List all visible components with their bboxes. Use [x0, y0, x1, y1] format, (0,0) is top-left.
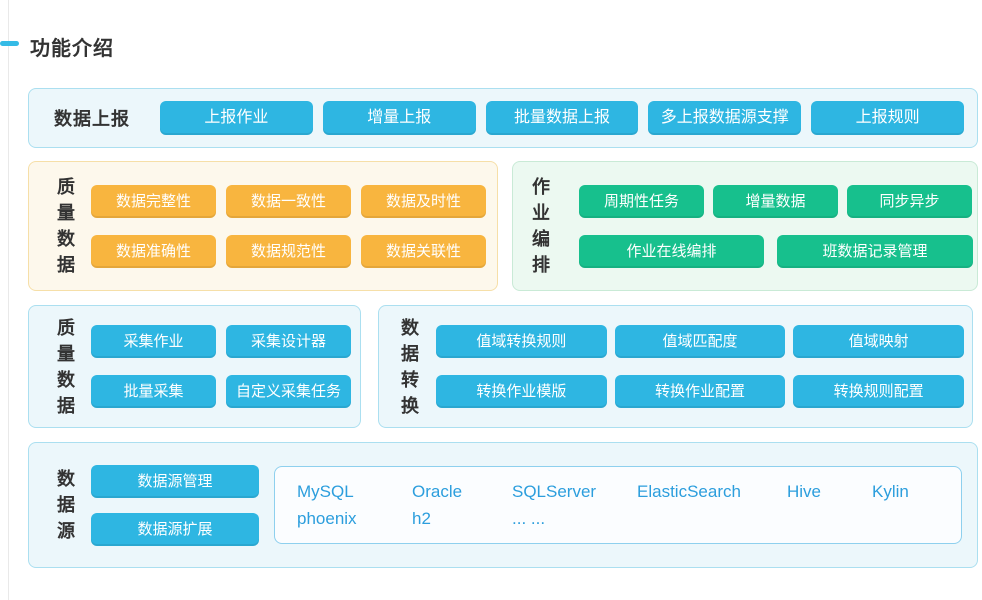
page-title: 功能介绍 — [30, 38, 114, 60]
database-name: Kylin — [872, 481, 909, 501]
feature-chip: 数据关联性 — [361, 234, 486, 268]
database-name: h2 — [412, 508, 431, 528]
feature-chip: 采集设计器 — [226, 325, 351, 358]
database-name: Oracle — [412, 481, 463, 501]
database-name: phoenix — [297, 508, 357, 528]
feature-chip: 上报作业 — [160, 101, 313, 135]
database-name: Hive — [787, 481, 822, 501]
feature-chip: 上报规则 — [811, 101, 964, 135]
feature-chip: 同步异步 — [847, 184, 972, 218]
section-quality-data: 质量数据 数据完整性 数据一致性 数据及时性 数据准确性 数据规范性 数据关联性 — [28, 161, 498, 291]
section-data-transform: 数据转换 值域转换规则 值域匹配度 值域映射 转换作业模版 转换作业配置 转换规… — [378, 305, 973, 428]
feature-chip: 转换作业模版 — [436, 375, 607, 408]
section-collection: 质量数据 采集作业 采集设计器 批量采集 自定义采集任务 — [28, 305, 361, 428]
feature-chip: 数据完整性 — [91, 184, 216, 218]
feature-chip: 增量数据 — [713, 184, 838, 218]
feature-chip: 值域匹配度 — [614, 325, 786, 358]
section-job-orchestration: 作业编排 周期性任务 增量数据 同步异步 作业在线编排 班数据记录管理 — [512, 161, 978, 291]
feature-chip: 批量数据上报 — [485, 101, 639, 135]
section-label: 数据上报 — [54, 109, 130, 129]
database-name: ElasticSearch — [637, 481, 741, 501]
feature-chip: 转换作业配置 — [614, 375, 786, 408]
section-label: 数据源 — [57, 469, 75, 541]
database-name: SQLServer — [512, 481, 597, 501]
section-data-source: 数据源 数据源管理 数据源扩展 MySQL Oracle SQLServer E… — [28, 442, 978, 568]
feature-chip: 转换规则配置 — [793, 375, 965, 408]
feature-chip: 周期性任务 — [579, 184, 704, 218]
feature-chip: 多上报数据源支撑 — [648, 101, 802, 135]
feature-chip: 数据规范性 — [226, 234, 351, 268]
page-left-border — [8, 0, 9, 600]
feature-chip: 采集作业 — [91, 325, 216, 358]
feature-chip: 值域转换规则 — [436, 325, 607, 358]
feature-chip: 值域映射 — [793, 325, 965, 358]
section-label: 作业编排 — [532, 177, 550, 275]
feature-chip: 数据源管理 — [91, 464, 259, 498]
section-label: 数据转换 — [401, 317, 419, 416]
title-accent-dash — [0, 41, 19, 46]
database-name: ... ... — [512, 508, 546, 528]
section-label: 质量数据 — [57, 317, 75, 416]
feature-chip: 班数据记录管理 — [777, 234, 973, 268]
database-list-box: MySQL Oracle SQLServer ElasticSearch Hiv… — [274, 466, 962, 544]
database-name: MySQL — [297, 481, 354, 501]
section-data-report: 数据上报 上报作业 增量上报 批量数据上报 多上报数据源支撑 上报规则 — [28, 88, 978, 148]
feature-chip: 数据及时性 — [361, 184, 486, 218]
section-label: 质量数据 — [57, 177, 75, 275]
feature-chip: 数据准确性 — [91, 234, 216, 268]
feature-chip: 数据一致性 — [226, 184, 351, 218]
feature-chip: 作业在线编排 — [579, 234, 764, 268]
feature-chip: 增量上报 — [322, 101, 476, 135]
feature-chip: 批量采集 — [91, 375, 216, 408]
feature-chip: 自定义采集任务 — [226, 375, 351, 408]
feature-chip: 数据源扩展 — [91, 512, 259, 546]
